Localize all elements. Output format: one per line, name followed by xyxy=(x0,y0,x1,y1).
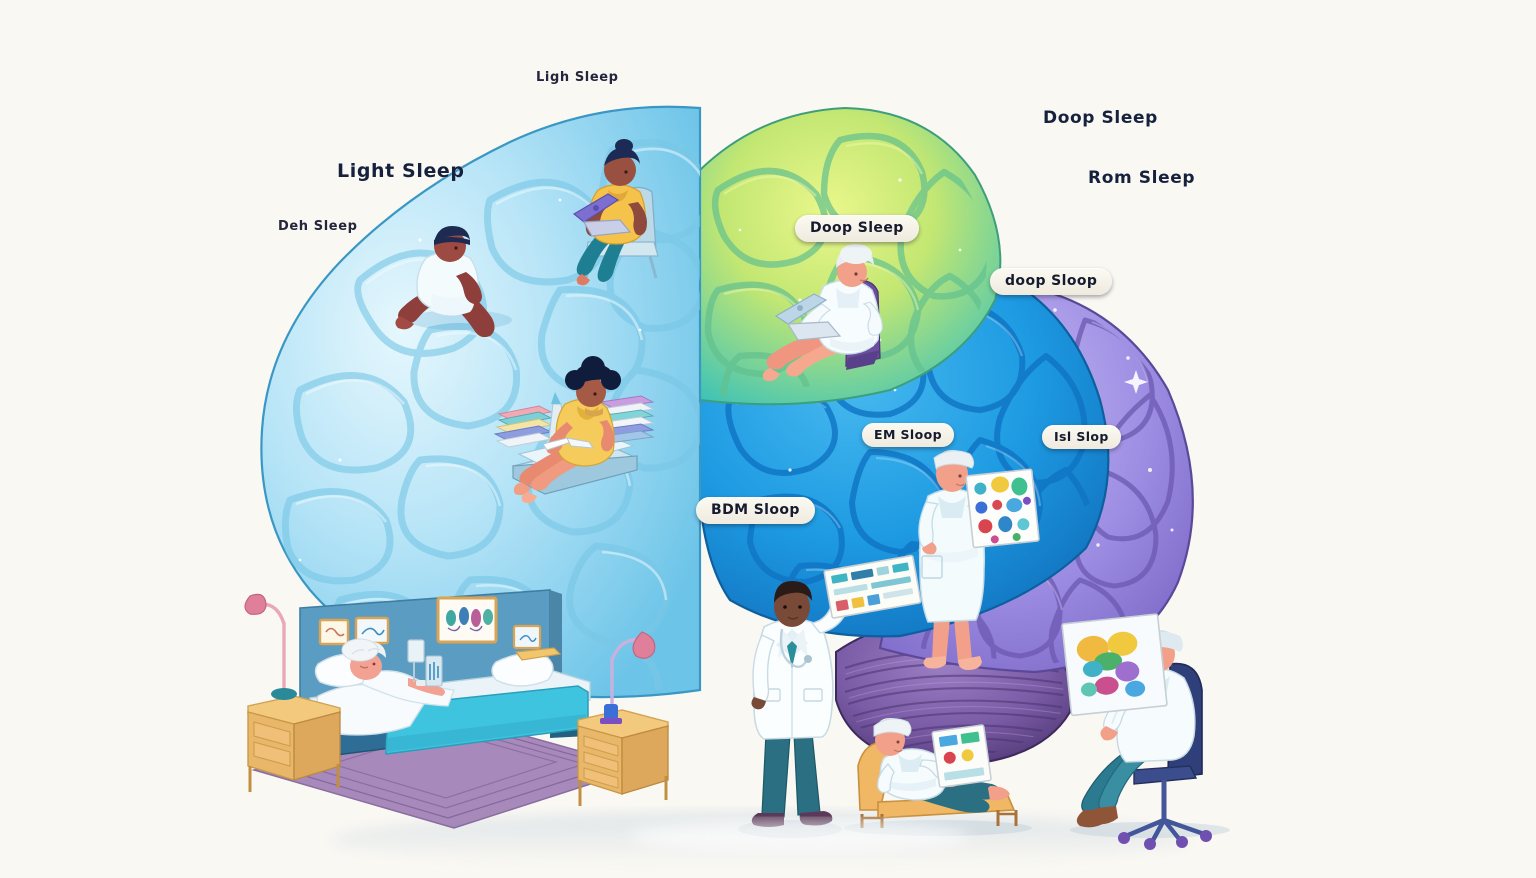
figure-woman-laptop-top xyxy=(572,139,659,286)
label-deep-sleep-left: Deh Sleep xyxy=(278,219,358,234)
label-light-sleep-left: Light Sleep xyxy=(337,160,465,182)
figure-woman-reading-books xyxy=(493,356,655,504)
figure-boy-seated xyxy=(395,226,512,338)
badge-rem-sleep-blue: EM Sloop xyxy=(862,423,954,447)
label-rem-sleep-right: Rom Sleep xyxy=(1088,168,1196,188)
label-light-sleep-top: Ligh Sleep xyxy=(536,70,619,85)
badge-deep-sleep-green: Doop Sleep xyxy=(795,215,919,242)
badge-deep-sleep-blue: doop Sloop xyxy=(990,268,1113,295)
sleep-lab-bedroom xyxy=(244,589,669,829)
label-deep-sleep-right: Doop Sleep xyxy=(1043,108,1158,128)
figure-nurse-chart xyxy=(918,450,1040,670)
badge-rem-sleep-purple: Isl Slop xyxy=(1042,425,1121,449)
figure-doctor-chart xyxy=(738,554,922,838)
badge-rem-sleep-lower: BDM Sloop xyxy=(696,497,815,524)
figure-person-laptop-green xyxy=(762,244,883,382)
figure-patient-lounger xyxy=(844,718,1032,836)
figure-clinician-office xyxy=(1061,613,1230,850)
